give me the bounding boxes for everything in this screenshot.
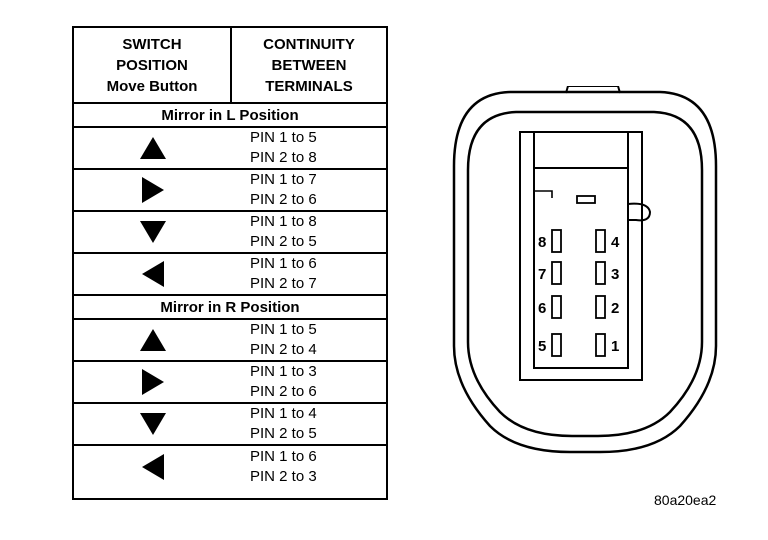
pin-pair: PIN 2 to 7	[250, 275, 317, 292]
pin-label: 4	[611, 234, 620, 251]
section-title-l: Mirror in L Position	[74, 104, 386, 128]
terminal-pin-3	[595, 261, 606, 285]
connector-outer-shell	[452, 90, 718, 454]
right-arrow-icon	[142, 369, 164, 395]
key-slot	[576, 195, 596, 204]
pin-pair: PIN 2 to 4	[250, 341, 317, 358]
right-arrow-icon	[142, 177, 164, 203]
table-header: SWITCH POSITION Move Button CONTINUITY B…	[74, 28, 386, 104]
left-arrow-icon	[142, 261, 164, 287]
pin-pair: PIN 1 to 6	[250, 447, 317, 465]
connector-latch-tab	[565, 86, 621, 94]
table-row: PIN 1 to 6 PIN 2 to 7	[74, 254, 386, 296]
pin-pair: PIN 2 to 8	[250, 149, 317, 166]
pin-pair: PIN 1 to 5	[250, 129, 317, 146]
cavity-detail-left	[534, 190, 553, 198]
table-row: PIN 1 to 5 PIN 2 to 4	[74, 320, 386, 362]
terminal-pin-5	[551, 333, 562, 357]
continuity-table: SWITCH POSITION Move Button CONTINUITY B…	[72, 26, 388, 500]
table-row: PIN 1 to 7 PIN 2 to 6	[74, 170, 386, 212]
down-arrow-icon	[140, 413, 166, 435]
pin-pair: PIN 2 to 3	[250, 467, 317, 485]
connector-inner-shell	[466, 110, 704, 438]
terminal-pin-2	[595, 295, 606, 319]
table-row: PIN 1 to 5 PIN 2 to 8	[74, 128, 386, 170]
up-arrow-icon	[140, 137, 166, 159]
pin-label: 3	[611, 266, 619, 283]
terminal-pin-4	[595, 229, 606, 253]
connector-diagram: 8 7 6 5 4 3 2 1	[452, 86, 718, 454]
pin-pair: PIN 2 to 5	[250, 233, 317, 250]
pin-label: 6	[538, 300, 546, 317]
left-arrow-icon	[142, 453, 164, 480]
terminal-cavity-outer	[519, 131, 643, 381]
side-hook	[627, 202, 652, 222]
pin-pair: PIN 2 to 6	[250, 191, 317, 208]
pin-label: 7	[538, 266, 546, 283]
section-title-r: Mirror in R Position	[74, 296, 386, 320]
header-continuity: CONTINUITY BETWEEN TERMINALS	[263, 35, 355, 95]
pin-pair: PIN 1 to 3	[250, 363, 317, 380]
pin-label: 2	[611, 300, 619, 317]
pin-pair: PIN 1 to 7	[250, 171, 317, 188]
terminal-pin-1	[595, 333, 606, 357]
pin-pair: PIN 1 to 5	[250, 321, 317, 338]
pin-pair: PIN 1 to 6	[250, 255, 317, 272]
header-switch-position: SWITCH POSITION Move Button	[74, 28, 232, 102]
pin-label: 1	[611, 338, 619, 355]
pin-pair: PIN 1 to 8	[250, 213, 317, 230]
terminal-cavity-inner	[533, 167, 629, 369]
pin-pair: PIN 1 to 4	[250, 405, 317, 422]
pin-label: 5	[538, 338, 546, 355]
figure-id: 80a20ea2	[654, 492, 717, 508]
up-arrow-icon	[140, 329, 166, 351]
terminal-pin-7	[551, 261, 562, 285]
table-row: PIN 1 to 3 PIN 2 to 6	[74, 362, 386, 404]
pin-pair: PIN 2 to 5	[250, 425, 317, 442]
down-arrow-icon	[140, 221, 166, 243]
table-row: PIN 1 to 8 PIN 2 to 5	[74, 212, 386, 254]
pin-label: 8	[538, 234, 546, 251]
table-row: PIN 1 to 4 PIN 2 to 5	[74, 404, 386, 446]
terminal-pin-8	[551, 229, 562, 253]
pin-pair: PIN 2 to 6	[250, 383, 317, 400]
table-row: PIN 1 to 6 PIN 2 to 3	[74, 446, 386, 487]
terminal-pin-6	[551, 295, 562, 319]
